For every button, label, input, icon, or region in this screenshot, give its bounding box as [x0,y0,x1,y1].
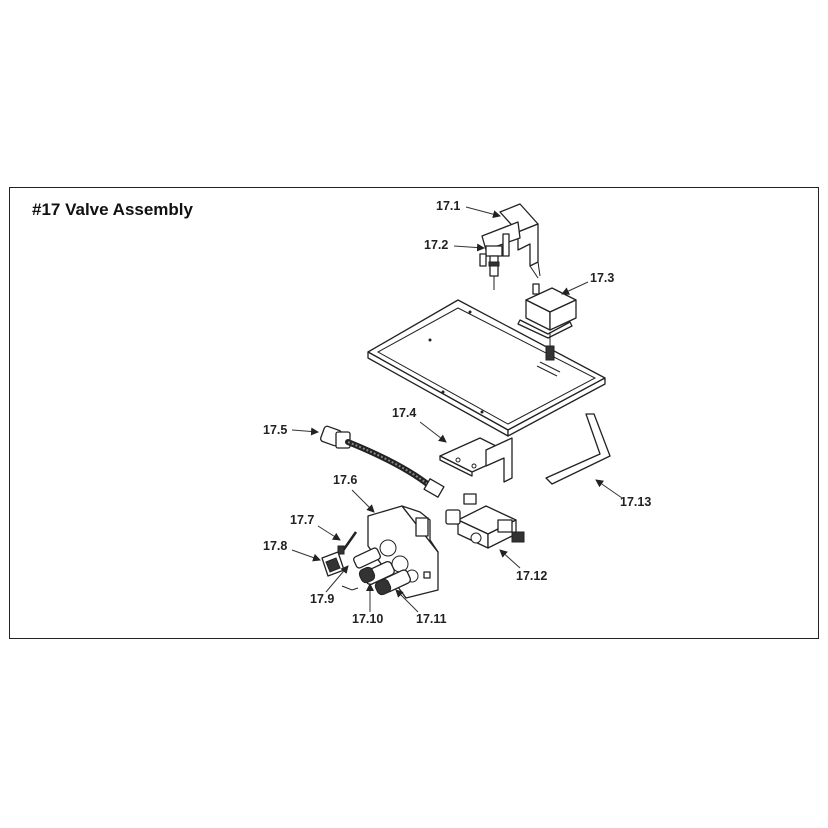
pilot-bracket [481,203,541,279]
diagram-title: #17 Valve Assembly [32,200,193,219]
svg-text:17.11: 17.11 [416,612,447,626]
svg-text:17.5: 17.5 [263,423,287,437]
gas-valve [445,493,525,549]
l-shaped-rod [545,413,611,485]
rocker-switch [321,551,345,577]
svg-text:17.10: 17.10 [352,612,383,626]
svg-text:17.8: 17.8 [263,539,287,553]
svg-text:17.3: 17.3 [590,271,614,285]
svg-text:17.1: 17.1 [436,199,460,213]
pilot-assembly [479,233,510,290]
label-17-4: 17.4 [392,406,447,443]
label-17-3: 17.3 [561,271,614,295]
control-knobs [353,547,411,596]
svg-text:17.7: 17.7 [290,513,314,527]
label-17-1: 17.1 [436,199,501,219]
label-17-9: 17.9 [310,565,349,606]
label-17-11: 17.11 [395,589,447,626]
valve-bracket [439,437,513,483]
label-17-8: 17.8 [263,539,321,562]
base-tray [367,299,606,437]
svg-text:17.13: 17.13 [620,495,651,509]
label-17-13: 17.13 [595,479,651,509]
part-labels: 17.1 17.2 17.3 17.4 17.5 17.6 17.7 17.8 [263,199,651,626]
label-17-7: 17.7 [290,513,341,541]
svg-text:17.4: 17.4 [392,406,416,420]
label-17-10: 17.10 [352,583,383,626]
label-17-12: 17.12 [499,549,547,583]
svg-text:17.2: 17.2 [424,238,448,252]
label-17-5: 17.5 [263,423,319,437]
flex-gas-line [320,425,445,498]
svg-text:17.6: 17.6 [333,473,357,487]
control-plate [367,505,439,599]
label-17-6: 17.6 [333,473,375,513]
svg-text:17.12: 17.12 [516,569,547,583]
label-17-2: 17.2 [424,238,485,252]
igniter-pin [337,531,358,555]
svg-text:17.9: 17.9 [310,592,334,606]
wire-clip [341,585,359,591]
